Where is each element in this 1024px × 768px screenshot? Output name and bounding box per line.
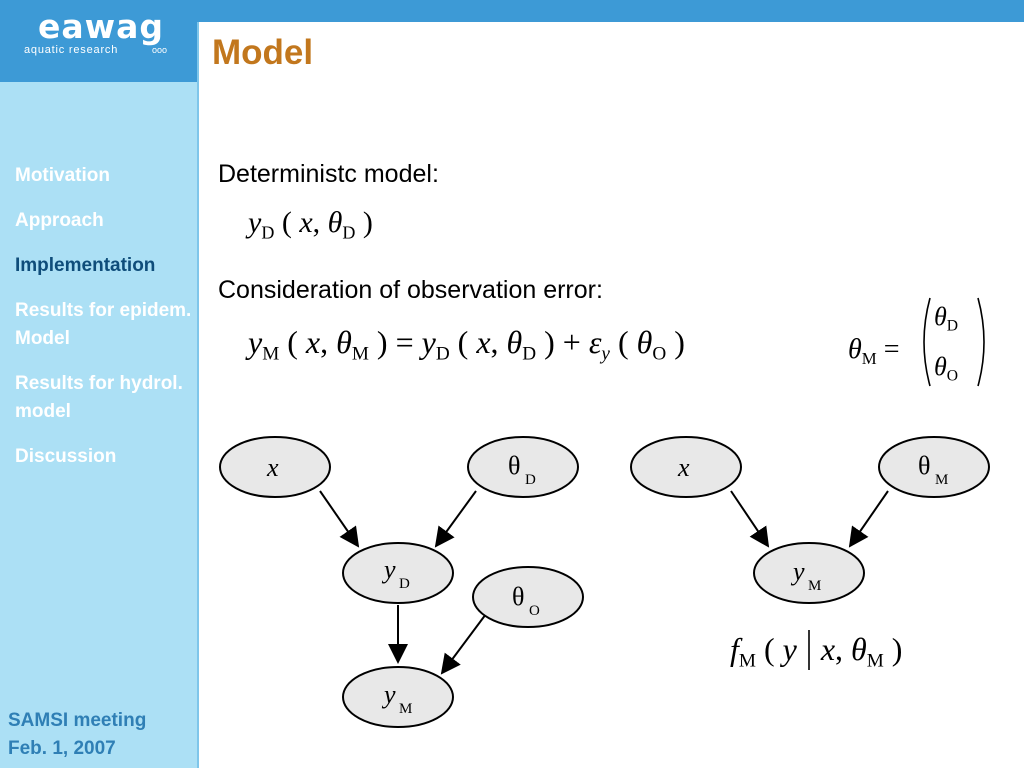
- label-theta-o: θ: [512, 582, 524, 611]
- vector-theta-o: θO: [934, 352, 959, 385]
- nav-item-discussion[interactable]: Discussion: [15, 446, 117, 467]
- label-y-m-right-sub: M: [808, 578, 821, 594]
- formula-likelihood: fM ( y x, θM ): [730, 631, 903, 672]
- sidebar-nav: Motivation Approach Implementation Resul…: [15, 162, 195, 488]
- logo-circles: ooo: [152, 45, 168, 55]
- footer: SAMSI meeting Feb. 1, 2007: [8, 707, 146, 763]
- node-y-m-left: [342, 666, 454, 728]
- label-y-m-left: y: [381, 680, 396, 709]
- formula-observation: yM ( x, θM ) = yD ( x, θD ) + εy ( θO ): [248, 324, 685, 365]
- label-theta-o-sub: O: [529, 603, 540, 619]
- formula-deterministic: yD ( x, θD ): [248, 206, 373, 243]
- label-theta-m: θ: [918, 451, 930, 480]
- sidebar: [0, 82, 197, 768]
- node-theta-o: [472, 566, 584, 628]
- footer-event: SAMSI meeting: [8, 710, 147, 731]
- logo-wordmark: eawag: [38, 7, 165, 46]
- nav-item-implementation[interactable]: Implementation: [15, 255, 156, 276]
- edge-thetam-ym: [848, 490, 889, 548]
- node-y-d: [342, 542, 454, 604]
- node-theta-d: [467, 436, 579, 498]
- vector-theta-d: θD: [934, 302, 959, 335]
- node-x-left: [219, 436, 331, 498]
- nav-item-approach[interactable]: Approach: [15, 210, 104, 231]
- heading-observation-error: Consideration of observation error:: [218, 276, 603, 304]
- heading-deterministic: Deterministc model:: [218, 160, 439, 188]
- edge-x-ym-right: [730, 490, 770, 548]
- node-x-right: [630, 436, 742, 498]
- edge-thetad-yd: [434, 490, 477, 548]
- edge-thetao-ym: [440, 613, 487, 675]
- formula-theta-m: θM =: [848, 334, 900, 368]
- label-y-d: y: [381, 555, 396, 584]
- sidebar-divider: [197, 22, 199, 768]
- node-y-m-right: [753, 542, 865, 604]
- label-theta-m-sub: M: [935, 472, 948, 488]
- top-bar: [0, 0, 1024, 22]
- label-y-m-left-sub: M: [399, 701, 412, 717]
- edge-x-yd: [319, 490, 360, 548]
- label-theta-d-sub: D: [525, 472, 536, 488]
- label-y-d-sub: D: [399, 576, 410, 592]
- label-theta-d: θ: [508, 451, 520, 480]
- label-y-m-right: y: [790, 557, 805, 586]
- footer-date: Feb. 1, 2007: [8, 738, 116, 759]
- nav-item-results-hydrol[interactable]: Results for hydrol. model: [15, 373, 183, 422]
- logo: eawag aquatic research ooo: [0, 0, 197, 82]
- nav-item-motivation[interactable]: Motivation: [15, 165, 110, 186]
- node-theta-m: [878, 436, 990, 498]
- label-x-right: x: [677, 453, 690, 482]
- logo-tagline: aquatic research: [24, 44, 119, 56]
- nav-item-results-epidem[interactable]: Results for epidem. Model: [15, 300, 192, 349]
- label-x-left: x: [266, 453, 279, 482]
- slide-title: Model: [212, 33, 314, 72]
